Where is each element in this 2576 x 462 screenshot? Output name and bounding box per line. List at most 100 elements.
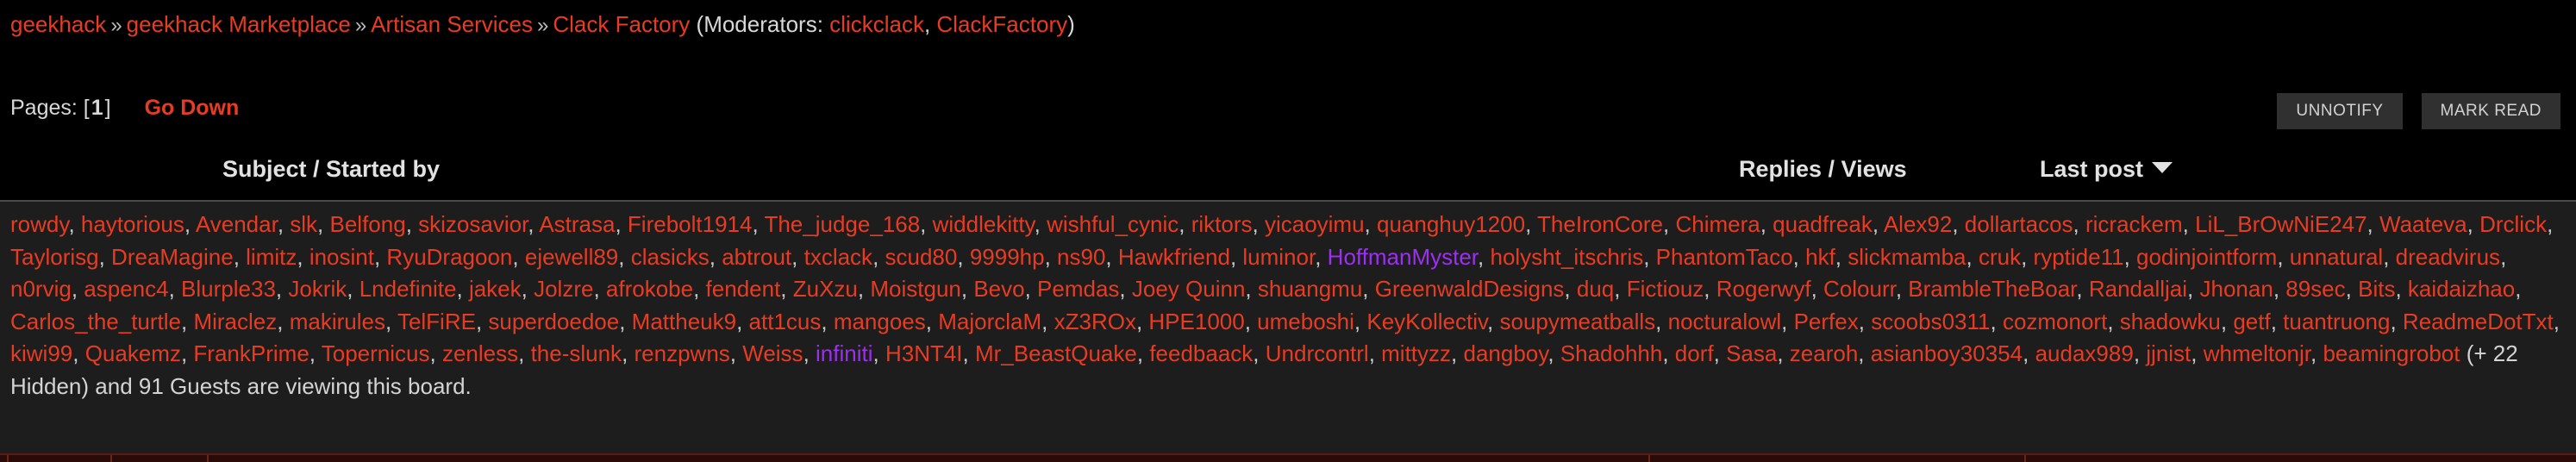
viewing-user-link[interactable]: Alex92 [1883, 211, 1953, 237]
viewing-user-link[interactable]: unnatural [2289, 243, 2384, 270]
go-down-link[interactable]: Go Down [144, 96, 240, 120]
viewing-user-link[interactable]: skizosavior [418, 211, 528, 237]
viewing-user-link[interactable]: yicaoyimu [1264, 211, 1365, 237]
viewing-user-link[interactable]: TelFiRE [397, 308, 476, 334]
breadcrumb-link-geekhack[interactable]: geekhack [10, 11, 107, 37]
viewing-user-link[interactable]: getf [2233, 308, 2271, 334]
viewing-user-link[interactable]: DreaMagine [111, 243, 234, 270]
viewing-user-link[interactable]: fendent [705, 276, 781, 302]
viewing-user-link[interactable]: abtrout [722, 243, 792, 270]
viewing-user-link[interactable]: dreadvirus [2395, 243, 2501, 270]
viewing-user-link[interactable]: rowdy [10, 211, 69, 237]
viewing-user-link[interactable]: riktors [1191, 211, 1253, 237]
viewing-user-link[interactable]: aspenc4 [84, 276, 169, 302]
viewing-user-link[interactable]: limitz [246, 243, 297, 270]
viewing-user-link[interactable]: att1cus [748, 308, 822, 334]
viewing-user-link[interactable]: Sasa [1726, 340, 1778, 366]
viewing-user-link[interactable]: cozmonort [2002, 308, 2108, 334]
viewing-user-link[interactable]: Astrasa [539, 211, 616, 237]
breadcrumb-link-marketplace[interactable]: geekhack Marketplace [126, 11, 351, 37]
viewing-user-link[interactable]: Avendar [195, 211, 278, 237]
viewing-user-link[interactable]: jakek [468, 276, 522, 302]
viewing-user-link[interactable]: ZuXzu [792, 276, 858, 302]
viewing-user-link[interactable]: Fictiouz [1626, 276, 1704, 302]
viewing-user-link[interactable]: audax989 [2035, 340, 2134, 366]
viewing-user-link[interactable]: superdoedoe [488, 308, 620, 334]
viewing-user-link[interactable]: Jhonan [2199, 276, 2273, 302]
viewing-user-link[interactable]: zearoh [1789, 340, 1859, 366]
column-header-last-post[interactable]: Last post [2040, 148, 2173, 190]
viewing-user-link[interactable]: Pemdas [1037, 276, 1120, 302]
viewing-user-link[interactable]: ricrackem [2085, 211, 2183, 237]
viewing-user-link[interactable]: KeyKollectiv [1366, 308, 1488, 334]
viewing-user-link[interactable]: mittyzz [1381, 340, 1452, 366]
viewing-user-link[interactable]: Shadohhh [1560, 340, 1663, 366]
viewing-user-link[interactable]: Mattheuk9 [631, 308, 737, 334]
viewing-user-link[interactable]: asianboy30354 [1870, 340, 2023, 366]
viewing-user-link[interactable]: luminor [1242, 243, 1316, 270]
viewing-user-link[interactable]: whmeltonjr [2203, 340, 2311, 366]
viewing-user-link[interactable]: PhantomTaco [1655, 243, 1793, 270]
column-header-replies-views[interactable]: Replies / Views [1739, 156, 1907, 182]
viewing-user-link[interactable]: The_judge_168 [764, 211, 921, 237]
viewing-user-link[interactable]: RyuDragoon [386, 243, 513, 270]
viewing-user-link[interactable]: Belfong [329, 211, 406, 237]
viewing-user-link[interactable]: the-slunk [530, 340, 622, 366]
viewing-user-link[interactable]: HoffmanMyster [1327, 243, 1479, 270]
viewing-user-link[interactable]: widdlekitty [932, 211, 1035, 237]
moderator-link-clickclack[interactable]: clickclack [829, 11, 924, 37]
viewing-user-link[interactable]: ns90 [1057, 243, 1106, 270]
viewing-user-link[interactable]: Topernicus [321, 340, 430, 366]
viewing-user-link[interactable]: haytorious [80, 211, 184, 237]
viewing-user-link[interactable]: feedbaack [1149, 340, 1254, 366]
viewing-user-link[interactable]: nocturalowl [1667, 308, 1782, 334]
viewing-user-link[interactable]: Jolzre [534, 276, 594, 302]
column-header-subject[interactable]: Subject / Started by [222, 156, 441, 182]
viewing-user-link[interactable]: clasicks [630, 243, 710, 270]
viewing-user-link[interactable]: n0rvig [10, 276, 72, 302]
viewing-user-link[interactable]: 9999hp [969, 243, 1045, 270]
viewing-user-link[interactable]: scoobs0311 [1871, 308, 1991, 334]
viewing-user-link[interactable]: GreenwaldDesigns [1374, 276, 1565, 302]
viewing-user-link[interactable]: godinjointform [2136, 243, 2278, 270]
unnotify-button[interactable]: UNNOTIFY [2277, 93, 2403, 129]
viewing-user-link[interactable]: ryptide11 [2033, 243, 2124, 270]
viewing-user-link[interactable]: xZ3ROx [1054, 308, 1136, 334]
viewing-user-link[interactable]: shuangmu [1257, 276, 1363, 302]
viewing-user-link[interactable]: Firebolt1914 [627, 211, 753, 237]
viewing-user-link[interactable]: jjnist [2146, 340, 2191, 366]
viewing-user-link[interactable]: Taylorisg [10, 243, 99, 270]
breadcrumb-link-artisan-services[interactable]: Artisan Services [371, 11, 534, 37]
viewing-user-link[interactable]: hkf [1805, 243, 1835, 270]
viewing-user-link[interactable]: Miraclez [193, 308, 278, 334]
viewing-user-link[interactable]: slickmamba [1848, 243, 1966, 270]
viewing-user-link[interactable]: HPE1000 [1148, 308, 1245, 334]
breadcrumb-link-clack-factory[interactable]: Clack Factory [553, 11, 691, 37]
viewing-user-link[interactable]: Mr_BeastQuake [974, 340, 1137, 366]
viewing-user-link[interactable]: dangboy [1463, 340, 1548, 366]
viewing-user-link[interactable]: FrankPrime [193, 340, 309, 366]
viewing-user-link[interactable]: Chimera [1675, 211, 1760, 237]
viewing-user-link[interactable]: Hawkfriend [1117, 243, 1230, 270]
viewing-user-link[interactable]: inosint [309, 243, 374, 270]
viewing-user-link[interactable]: 89sec [2285, 276, 2346, 302]
viewing-user-link[interactable]: Carlos_the_turtle [10, 308, 181, 334]
viewing-user-link[interactable]: Bevo [973, 276, 1025, 302]
viewing-user-link[interactable]: soupymeatballs [1499, 308, 1656, 334]
viewing-user-link[interactable]: dorf [1674, 340, 1714, 366]
mark-read-button[interactable]: MARK READ [2421, 93, 2560, 129]
viewing-user-link[interactable]: Lndefinite [359, 276, 457, 302]
viewing-user-link[interactable]: kaidaizhao [2407, 276, 2516, 302]
viewing-user-link[interactable]: afrokobe [605, 276, 694, 302]
viewing-user-link[interactable]: Randalljai [2088, 276, 2188, 302]
viewing-user-link[interactable]: Rogerwyf [1716, 276, 1811, 302]
viewing-user-link[interactable]: renzpwns [634, 340, 730, 366]
viewing-user-link[interactable]: Jokrik [288, 276, 347, 302]
viewing-user-link[interactable]: TheIronCore [1537, 211, 1664, 237]
viewing-user-link[interactable]: Undrcontrl [1265, 340, 1369, 366]
viewing-user-link[interactable]: Drclick [2479, 211, 2548, 237]
viewing-user-link[interactable]: makirules [289, 308, 385, 334]
viewing-user-link[interactable]: umeboshi [1257, 308, 1354, 334]
viewing-user-link[interactable]: holysht_itschris [1490, 243, 1644, 270]
viewing-user-link[interactable]: Blurple33 [181, 276, 276, 302]
